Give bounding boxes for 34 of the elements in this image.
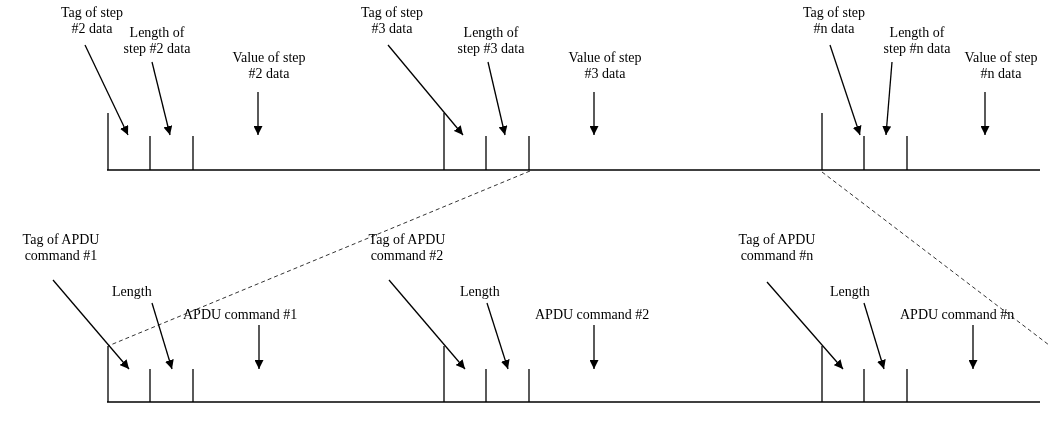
field-label: Value of step #2 data <box>230 50 308 82</box>
arrow <box>254 324 264 370</box>
field-label: APDU command #n <box>900 307 1015 323</box>
field-label: APDU command #2 <box>535 307 650 323</box>
arrow <box>980 91 990 136</box>
field-label: Tag of APDU command #2 <box>352 232 462 264</box>
field-label: Length of step #n data <box>878 25 956 57</box>
field-label: Tag of APDU command #1 <box>6 232 116 264</box>
arrow <box>52 279 130 370</box>
field-label: APDU command #1 <box>183 307 298 323</box>
arrow <box>766 281 844 370</box>
field-label: Length <box>460 284 500 300</box>
arrow <box>968 324 978 370</box>
field-label: Tag of step #3 data <box>356 5 428 37</box>
arrow <box>486 302 510 370</box>
field-label: Length of step #3 data <box>452 25 530 57</box>
arrow <box>253 91 263 136</box>
arrow <box>387 44 464 136</box>
field-label: Length <box>112 284 152 300</box>
arrow <box>882 61 893 136</box>
arrow <box>151 302 174 370</box>
arrow <box>863 302 886 370</box>
arrow <box>388 279 466 370</box>
arrow <box>84 44 129 136</box>
arrow <box>589 324 599 370</box>
arrow <box>589 91 599 136</box>
field-label: Length <box>830 284 870 300</box>
field-label: Tag of step #n data <box>798 5 870 37</box>
field-label: Tag of APDU command #n <box>722 232 832 264</box>
arrow <box>151 61 173 136</box>
field-label: Value of step #3 data <box>566 50 644 82</box>
arrow <box>487 61 508 136</box>
field-label: Value of step #n data <box>962 50 1040 82</box>
arrow <box>829 44 862 136</box>
